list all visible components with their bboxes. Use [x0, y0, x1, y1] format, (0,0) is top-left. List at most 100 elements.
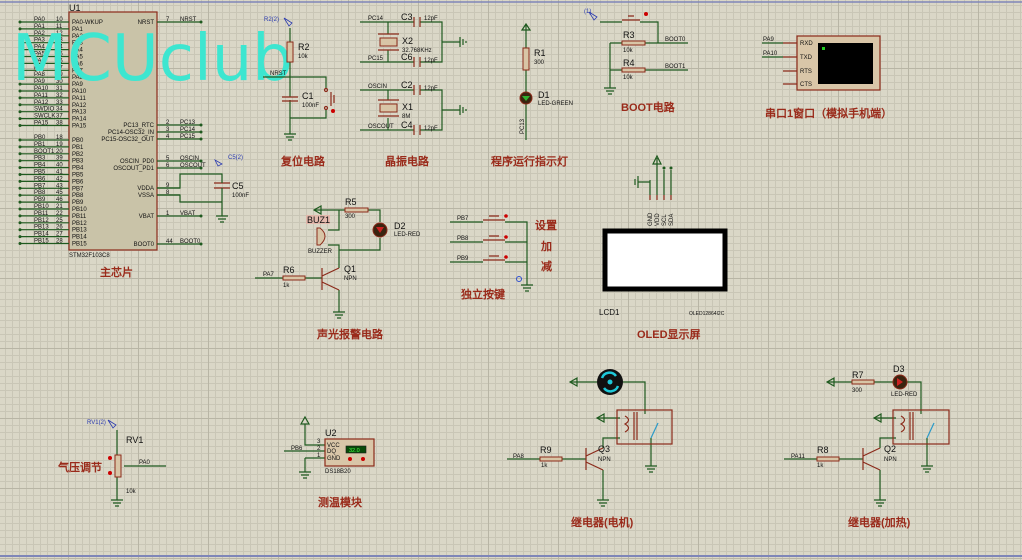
oled-display[interactable]: GND VDD SCL SDA LCD1 OLED12864I2C OLED显示…	[599, 154, 728, 341]
mcu-pin-terminal[interactable]	[18, 242, 22, 245]
mcu-pin-terminal[interactable]	[199, 166, 203, 170]
resistor-r8[interactable]	[816, 456, 840, 462]
mcu-pin-terminal[interactable]	[18, 207, 22, 211]
resistor-r9[interactable]	[539, 456, 563, 462]
mcu-pin-terminal[interactable]	[18, 138, 22, 142]
mcu-pin-name: PC15-OSC32_OUT	[101, 137, 154, 143]
mcu-pin-net: PA5	[34, 52, 46, 58]
mcu-pin-net: PA4	[34, 45, 46, 51]
mcu-pin-terminal[interactable]	[18, 41, 22, 45]
mcu-pin-terminal[interactable]	[18, 214, 22, 218]
mcu-pin-number: 38	[56, 121, 63, 127]
mcu-pin-terminal[interactable]	[18, 55, 22, 58]
mcu-pin-terminal[interactable]	[18, 68, 22, 72]
mcu-pin-terminal[interactable]	[18, 200, 22, 204]
virtual-terminal[interactable]: PA9 PA10 RXD TXD RTS CTS 串口1窗口（模拟手机端）	[762, 35, 892, 120]
mcu-pin-terminal[interactable]	[18, 117, 22, 121]
mcu-pin-number: 10	[56, 17, 63, 23]
pressure-circuit[interactable]: RV1(2) RV1 10k PA0 气压调节	[57, 419, 166, 507]
temp-circuit[interactable]: 32.0 VCC DQ GND 3 2 1 U2 DS18B20 PB6 测温模…	[284, 415, 375, 509]
key-button-pb7[interactable]	[483, 214, 508, 221]
mcu-pin-terminal[interactable]	[18, 61, 22, 65]
capacitor-c5[interactable]: C5(2) C5 100nF	[157, 155, 249, 223]
buzzer-buz1[interactable]	[316, 227, 326, 246]
r1-value: 300	[534, 60, 545, 66]
buz1-ref: BUZ1	[307, 215, 330, 225]
mcu-pin-number: 45	[56, 190, 63, 196]
mcu-body[interactable]	[68, 11, 158, 251]
reset-button[interactable]	[323, 87, 336, 114]
mcu-pin-terminal[interactable]	[199, 20, 203, 24]
terminal-screen[interactable]	[818, 43, 873, 84]
mcu-pin-terminal[interactable]	[18, 186, 22, 190]
mcu-pin-terminal[interactable]	[199, 159, 203, 163]
mcu-pin-name: PA1	[72, 27, 84, 33]
mcu-pin-terminal[interactable]	[18, 110, 22, 114]
mcu-pin-terminal[interactable]	[199, 130, 203, 134]
mcu-pin-number: 13	[56, 38, 63, 44]
mcu-pin-terminal[interactable]	[18, 75, 22, 79]
mcu-pin-terminal[interactable]	[199, 123, 203, 127]
c3-value: 12pF	[424, 16, 438, 22]
mcu-pin-terminal[interactable]	[199, 214, 203, 218]
key-button-pb8[interactable]	[483, 235, 508, 241]
mcu-pin-name: PB1	[72, 145, 84, 151]
potentiometer-rv1[interactable]	[114, 454, 122, 478]
mcu-pin-terminal[interactable]	[18, 221, 22, 225]
mcu-pin-terminal[interactable]	[18, 96, 22, 100]
mcu-pin-name: VDDA	[137, 186, 154, 192]
boot-button[interactable]	[622, 12, 648, 21]
resistor-r4[interactable]	[621, 67, 646, 73]
mcu-pin-terminal[interactable]	[199, 242, 203, 246]
mcu-pin-terminal[interactable]	[18, 82, 22, 86]
oled-screen[interactable]	[602, 228, 728, 292]
resistor-r1[interactable]	[522, 47, 530, 71]
mcu-pin-terminal[interactable]	[18, 159, 22, 163]
relay-heat[interactable]	[892, 409, 950, 445]
key-button-pb9[interactable]	[483, 255, 508, 261]
resistor-r7[interactable]	[851, 379, 875, 385]
u2-pin-dq: DQ	[327, 449, 336, 455]
mcu-pin-terminal[interactable]	[18, 173, 22, 176]
resistor-r3[interactable]	[621, 40, 646, 46]
mcu-pin-number: 27	[56, 232, 63, 238]
oled-pin-vdd: VDD	[655, 213, 661, 226]
mcu-pin-terminal[interactable]	[18, 103, 22, 107]
keys-circuit[interactable]: PB7 PB8 PB9 设置 加 减 独立按键	[450, 214, 557, 301]
mcu-pin-terminal[interactable]	[18, 89, 22, 93]
mcu-pin-terminal[interactable]	[18, 193, 22, 197]
capacitor-c1[interactable]	[282, 96, 298, 102]
mcu-pin-terminal[interactable]	[18, 34, 22, 38]
mcu-pin-name: PB13	[72, 228, 87, 234]
mcu-pin-terminal[interactable]	[199, 137, 203, 141]
resistor-r5[interactable]	[344, 207, 369, 213]
relay-motor[interactable]	[616, 409, 673, 445]
crystal-x1[interactable]	[379, 103, 398, 113]
mcu-pin-terminal[interactable]	[18, 152, 22, 156]
mcu-pin-terminal[interactable]	[18, 166, 22, 170]
r7-value: 300	[852, 388, 863, 394]
mcu-pin-terminal[interactable]	[18, 145, 22, 149]
reset-circuit[interactable]: R2(2) R2 10k NRST C1 100nF 复位电路	[263, 17, 335, 168]
mcu-pin-number: 26	[56, 225, 63, 231]
mcu-pin-terminal[interactable]	[18, 20, 22, 24]
mcu-pin-number: 3	[166, 127, 170, 133]
mcu-pin-terminal[interactable]	[18, 235, 22, 239]
mcu-pin-terminal[interactable]	[18, 179, 22, 183]
mcu-pin-terminal[interactable]	[18, 27, 22, 31]
mcu-pin-terminal[interactable]	[18, 124, 22, 127]
mcu-pin-terminal[interactable]	[18, 48, 22, 52]
mcu-pin-number: 41	[56, 170, 63, 176]
crystal-x2[interactable]	[379, 37, 398, 47]
resistor-r6[interactable]	[282, 275, 306, 281]
resistor-r2[interactable]	[286, 41, 294, 63]
mcu-pin-terminal[interactable]	[18, 228, 22, 232]
